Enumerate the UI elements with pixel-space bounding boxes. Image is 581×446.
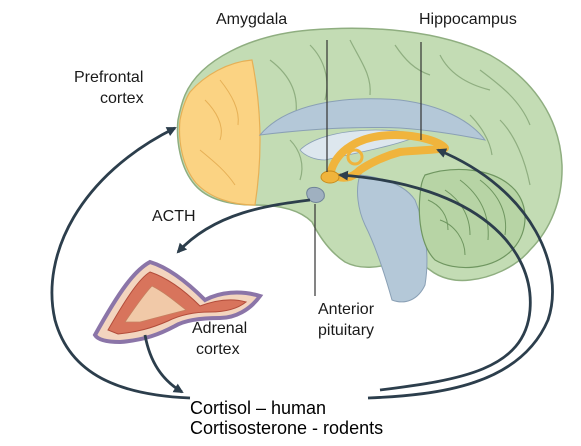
prefrontal-label-line1: Prefrontal [74,68,143,88]
adrenal-to-hormone-arrow [145,335,182,392]
amygdala-label: Amygdala [216,10,287,30]
hormone-label-line2: Cortisosterone - rodents [190,418,383,439]
hormone-label-line1: Cortisol – human [190,398,326,419]
pituitary-label-line1: Anterior [318,300,374,320]
adrenal-label-line2: cortex [196,340,240,360]
prefrontal-label-line2: cortex [100,89,144,109]
hippocampus-label: Hippocampus [419,10,517,30]
amygdala-region [321,171,339,183]
adrenal-label-line1: Adrenal [192,319,247,339]
prefrontal-cortex-region [180,60,260,205]
acth-label: ACTH [152,207,196,227]
pituitary-label-line2: pituitary [318,321,374,341]
feedback-to-prefrontal-arrow [52,128,190,398]
cerebellum [419,170,525,268]
